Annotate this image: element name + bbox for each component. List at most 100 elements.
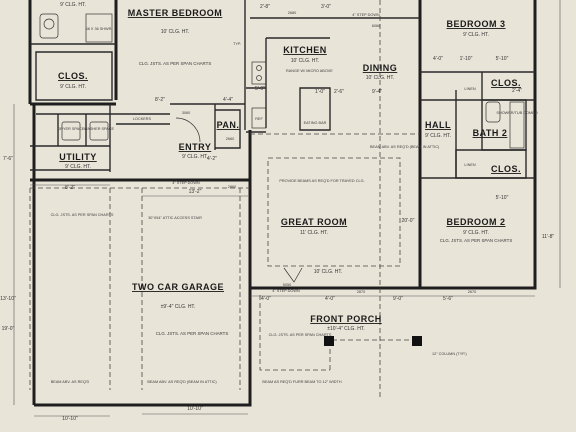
dim-1-10: 1'-10" [460,56,473,62]
room-title-kitchen: KITCHEN [283,45,327,55]
step-down-label-2: 4" STEP DOWN [352,13,380,17]
room-title-hall: HALL [425,120,451,130]
dim-5-9: 5'-9" [255,86,265,92]
dim-11-8: 11'-8" [542,234,555,240]
door-5050: 5050 [283,283,291,287]
dim-4-0-b: 4'-0" [325,296,335,302]
master-bath-clg-label: 9' CLG. HT. [60,2,86,8]
room-note-kitchen: 10' CLG. HT. [291,58,319,64]
room-title-garage: TWO CAR GARAGE [132,282,224,292]
dimension-lines [13,0,561,417]
dim-4-2: 4'-2" [207,156,217,162]
porch-beam-note: BEAM AS REQ'D FURR BEAM TO 12" WIDTH [262,380,341,384]
dim-19-0: 19'-0" [2,326,15,332]
dim-4-4: 4'-4" [223,97,233,103]
dim-13-2: 13'-2" [189,189,202,195]
garage-joist-note: CLG. JSTS. AS PER SPAN CHARTS [51,213,114,217]
garage-beam-note-2: BEAM ABV. AS REQ'D (BEAM IN ATTIC) [147,380,217,384]
room-note-hall: 9' CLG. HT. [425,133,451,139]
dim-7-6: 7'-6" [3,156,13,162]
dim-9-4: 9'-4" [372,89,382,95]
typ-label: TYP. [233,42,241,46]
room-note-bedroom-3: 9' CLG. HT. [463,32,489,38]
dim-3-0: 3'-0" [321,4,331,10]
dim-20-0: 20'-0" [402,218,415,224]
room-title-front-porch: FRONT PORCH [310,314,382,324]
exterior-walls [28,0,537,407]
dim-8-2-b: 8'-2" [155,97,165,103]
washer-label: WASHER SPACE [84,127,115,131]
linen-label-1: LINEN [464,87,475,91]
room-title-utility: UTILITY [59,152,97,162]
shower-tub-label: SHOWER/TUB COMBO [496,111,537,115]
joist-note-bedroom-2: CLG. JSTS. AS PER SPAN CHARTS [440,238,513,243]
porch-column-left [324,336,334,346]
beam-attic-note: BEAM ABV. AS REQ'D (BEAM IN ATTIC) [370,145,440,149]
porch-columns [324,336,422,346]
door-2860: 2860 [228,185,236,189]
dim-10-10-a: 10'-10" [62,416,78,422]
room-title-bath-2: BATH 2 [473,128,508,138]
range-label: RANGE W/ MICRO ABOVE [286,69,333,73]
room-title-bedroom-2: BEDROOM 2 [446,217,505,227]
beam-lines [29,0,420,400]
fixtures [39,13,525,283]
dim-2-4: 2'-4" [512,88,522,94]
room-title-master-closet: CLOS. [58,71,88,81]
porch-column-right [412,336,422,346]
dim-4-0-c: 4'-0" [433,56,443,62]
column-note: 12" COLUMN (TYP.) [432,352,467,356]
dim-2-6: 2'-6" [334,89,344,95]
room-note-master-bedroom: 10' CLG. HT. [161,29,189,35]
trayed-beams-note: PROVIDE BEAMS AS REQ'D FOR TRAYED CLG. [279,179,364,183]
dim-5-10-a: 5'-10" [496,56,509,62]
dim-4-0-a: 4'-0" [261,296,271,302]
room-title-master-bedroom: MASTER BEDROOM [128,8,223,18]
room-note-great-room-2: 10' CLG. HT. [314,269,342,275]
eating-bar-label: EATING BAR [304,121,327,125]
room-title-bedroom-3: BEDROOM 3 [446,19,505,29]
door-3060: 3060 [182,111,190,115]
room-title-entry: ENTRY [179,142,212,152]
door-2870: 2870 [357,290,365,294]
room-note-entry: 9' CLG. HT. [182,154,208,160]
dim-5-10-b: 5'-10" [496,195,509,201]
ref-label: REF [255,117,263,121]
garage-beam-note-1: BEAM ABV. AS REQ'D [51,380,90,384]
dim-9-0: 9'-0" [393,296,403,302]
room-note-front-porch: ±10'-4" CLG. HT. [327,326,364,332]
interior-walls [30,0,535,179]
room-note-utility: 9' CLG. HT. [65,164,91,170]
attic-access-label: 30"X54" ATTIC ACCESS STAIR [148,216,202,220]
room-title-great-room: GREAT ROOM [281,217,347,227]
step-down-label-1: 4" STEP DOWN [172,181,200,185]
room-note-master-closet: 9' CLG. HT. [60,84,86,90]
step-down-label-3: 4" STEP DOWN [272,289,300,293]
dim-5-6: 5'-6" [443,296,453,302]
dim-2-8: 2'-8" [260,4,270,10]
dim-8-2: 8'-2" [65,185,75,191]
room-note-great-room: 11' CLG. HT. [300,230,328,236]
porch-joist-note: CLG. JSTS. AS PER SPAN CHARTS [269,333,332,337]
joist-note-garage: CLG. JSTS. AS PER SPAN CHARTS [156,331,229,336]
room-note-dining: 10' CLG. HT. [366,75,394,81]
dim-13-10: 13'-10" [0,296,16,302]
door-2670: 2670 [468,290,476,294]
room-title-pantry: PAN. [217,120,240,130]
room-note-garage: ±9'-4" CLG. HT. [161,304,196,310]
shower-label: 48 X 36 SHWR. [86,27,113,31]
door-2680: 2680 [288,11,296,15]
room-title-closet-b2: CLOS. [491,164,521,174]
room-title-dining: DINING [363,63,398,73]
room-note-bedroom-2: 9' CLG. HT. [463,230,489,236]
joist-note-master: CLG. JSTS. AS PER SPAN CHARTS [139,61,212,66]
lockers-label: LOCKERS [133,117,152,121]
dryer-label: DRYER SPACE [58,127,85,131]
linen-label-2: LINEN [464,163,475,167]
dim-10-10-b: 10'-10" [187,406,203,412]
door-2660: 2660 [226,137,234,141]
door-6068: 6068 [372,24,380,28]
room-title-closet-b3: CLOS. [491,78,521,88]
dim-1-0: 1'-0" [315,89,325,95]
